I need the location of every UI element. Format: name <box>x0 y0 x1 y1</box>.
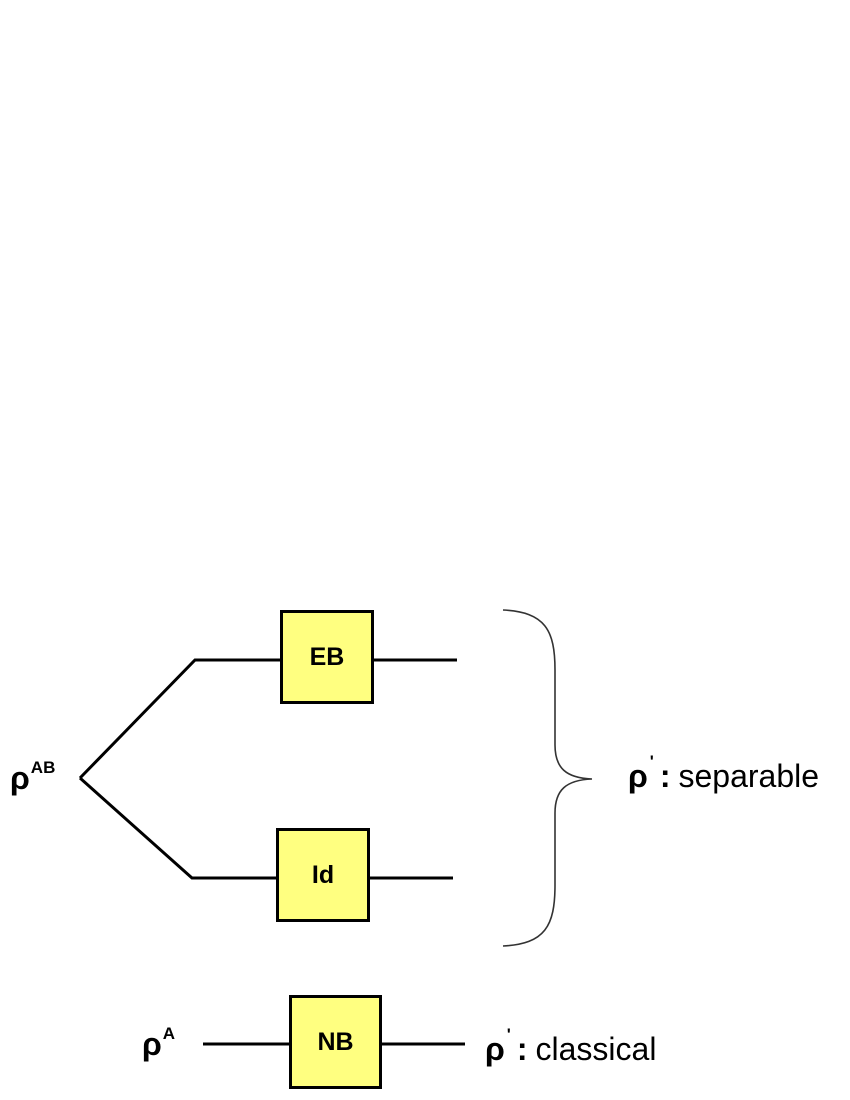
lower-branch-wire <box>79 776 276 880</box>
top-output-state-label: ρ':separable <box>628 752 820 795</box>
nb-box-label: NB <box>317 1027 354 1056</box>
id-box: Id <box>276 828 370 922</box>
top-input-state-label: ρAB <box>10 758 56 797</box>
top-output-rho: ρ <box>628 758 648 794</box>
bottom-input-state-label: ρA <box>142 1024 176 1063</box>
bottom-output-rho: ρ <box>485 1031 505 1067</box>
bottom-output-description: classical <box>535 1031 657 1067</box>
eb-box: EB <box>280 610 374 704</box>
bottom-output-colon: : <box>516 1031 528 1067</box>
upper-branch-wire <box>78 658 280 780</box>
right-curly-brace <box>502 609 593 947</box>
top-output-prime: ' <box>649 752 654 771</box>
nb-box: NB <box>289 995 382 1089</box>
bottom-input-rho: ρ <box>142 1026 162 1062</box>
top-output-colon: : <box>659 758 671 794</box>
eb-box-label: EB <box>309 642 345 671</box>
id-box-label: Id <box>311 860 335 889</box>
top-input-rho: ρ <box>10 760 30 796</box>
top-output-description: separable <box>678 758 820 794</box>
bottom-output-prime: ' <box>506 1025 511 1044</box>
bottom-output-state-label: ρ':classical <box>485 1025 657 1068</box>
top-input-superscript: AB <box>30 758 56 777</box>
bottom-input-superscript: A <box>162 1024 176 1043</box>
